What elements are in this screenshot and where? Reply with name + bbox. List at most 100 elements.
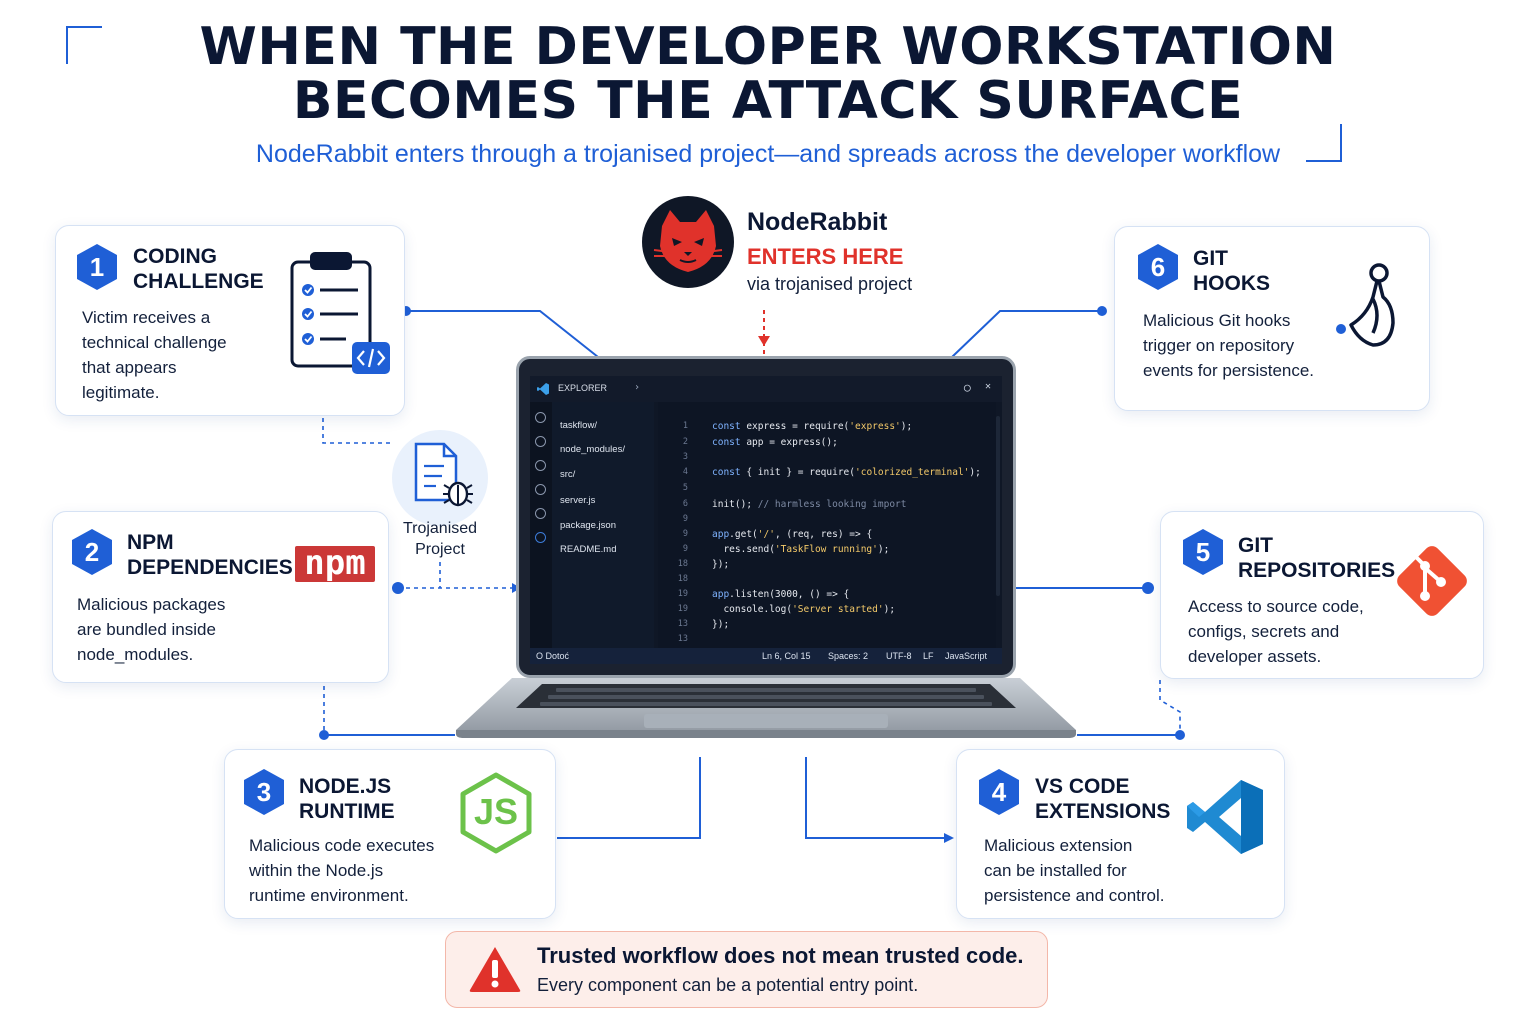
file-item[interactable]: README.md: [560, 544, 617, 555]
card-desc-line: developer assets.: [1188, 647, 1322, 666]
trojanised-project-badge: [392, 430, 488, 526]
page-title: WHEN THE DEVELOPER WORKSTATION BECOMES T…: [0, 20, 1536, 128]
card-git-hooks: 6 GIT HOOKS Malicious Git hooks trigger …: [1114, 226, 1430, 411]
card-desc-line: configs, secrets and: [1188, 622, 1340, 641]
file-item[interactable]: server.js: [560, 495, 596, 506]
code-line: const { init } = require('colorized_term…: [712, 467, 981, 478]
activity-bar: [530, 402, 552, 648]
line-number: 6: [682, 499, 688, 509]
chevron-right-icon[interactable]: ›: [634, 382, 641, 393]
step-number: 1: [89, 252, 105, 282]
debug-icon[interactable]: [535, 484, 546, 495]
card-title: VS CODE EXTENSIONS: [1035, 774, 1170, 824]
entry-name: NodeRabbit: [747, 208, 888, 236]
step-badge: 3: [242, 768, 286, 816]
connector-hooks: [951, 310, 1102, 358]
hook-icon: [1331, 259, 1401, 360]
connector-arrow: [944, 833, 954, 843]
status-language[interactable]: JavaScript: [945, 651, 988, 661]
file-item[interactable]: node_modules/: [560, 444, 625, 455]
status-encoding[interactable]: UTF-8: [886, 651, 912, 661]
step-number: 4: [991, 777, 1007, 807]
connector-coding: [406, 310, 599, 358]
card-title-line-2: HOOKS: [1193, 272, 1271, 295]
card-title-line-1: NPM: [127, 531, 174, 554]
status-position[interactable]: Ln 6, Col 15: [762, 651, 811, 661]
editor-scrollbar[interactable]: [996, 416, 1000, 596]
card-desc-line: Access to source code,: [1188, 597, 1364, 616]
card-desc-line: trigger on repository: [1143, 336, 1295, 355]
vscode-small-icon: [537, 383, 549, 395]
connector-node: [557, 757, 701, 839]
git-logo: [1393, 542, 1471, 625]
editor-titlebar: EXPLORER › ◯ ✕: [530, 376, 1002, 402]
line-number: 9: [682, 529, 688, 539]
card-description: Victim receives a technical challenge th…: [82, 305, 227, 405]
card-desc-line: runtime environment.: [249, 886, 409, 905]
step-badge: 6: [1136, 243, 1180, 291]
status-eol[interactable]: LF: [923, 651, 934, 661]
account-icon[interactable]: [535, 532, 546, 543]
card-title-line-1: VS CODE: [1035, 775, 1130, 798]
line-number: 5: [682, 483, 688, 493]
npm-logo-text: npm: [304, 543, 366, 583]
card-git-repositories: 5 GIT REPOSITORIES Access to source code…: [1160, 511, 1484, 679]
card-description: Access to source code, configs, secrets …: [1188, 594, 1364, 669]
close-icon[interactable]: ✕: [985, 381, 992, 392]
code-area[interactable]: 1 2 3 4 5 6 9 9 9 18 18 19 19 13 13 cons…: [658, 402, 996, 648]
document-bug-icon: [414, 442, 473, 507]
line-number: 13: [677, 634, 688, 644]
page-title-line-1: WHEN THE DEVELOPER WORKSTATION: [199, 17, 1337, 77]
card-nodejs-runtime: 3 NODE.JS RUNTIME Malicious code execute…: [224, 749, 556, 919]
file-explorer: taskflow/ node_modules/ src/ server.js p…: [552, 402, 654, 648]
code-line: });: [712, 619, 730, 630]
step-number: 2: [84, 537, 100, 567]
status-spaces[interactable]: Spaces: 2: [828, 651, 869, 661]
file-item[interactable]: taskflow/: [560, 420, 597, 431]
card-desc-line: are bundled inside: [77, 620, 216, 639]
line-number: 1: [682, 421, 688, 431]
card-title: GIT HOOKS: [1193, 246, 1270, 296]
clipboard-checklist-code-icon: [288, 246, 394, 385]
step-number: 5: [1195, 537, 1211, 567]
card-coding-challenge: 1 CODING CHALLENGE Victim receives a tec…: [55, 225, 405, 416]
step-number: 3: [256, 777, 272, 807]
card-title: GIT REPOSITORIES: [1238, 533, 1395, 583]
card-description: Malicious packages are bundled inside no…: [77, 592, 225, 667]
card-title-line-2: CHALLENGE: [133, 270, 264, 293]
source-control-icon[interactable]: [535, 460, 546, 471]
card-title-line-1: CODING: [133, 245, 217, 268]
card-description: Malicious Git hooks trigger on repositor…: [1143, 308, 1314, 383]
entry-arrow-head: [758, 336, 770, 346]
line-number: 4: [682, 467, 688, 477]
card-desc-line: that appears: [82, 358, 177, 377]
line-number: 18: [677, 574, 688, 584]
card-desc-line: Victim receives a: [82, 308, 211, 327]
trojanised-line-1: Trojanised: [402, 520, 478, 537]
line-number: 2: [682, 437, 688, 447]
corner-bracket-bottom-right: [1306, 124, 1342, 162]
card-title-line-2: REPOSITORIES: [1238, 559, 1396, 582]
card-desc-line: within the Node.js: [249, 861, 384, 880]
warning-subtitle: Every component can be a potential entry…: [537, 975, 919, 995]
card-title-line-1: GIT: [1193, 247, 1228, 270]
card-title: NODE.JS RUNTIME: [299, 774, 395, 824]
connector-dot: [1097, 306, 1107, 316]
status-left[interactable]: O Dotoć: [536, 651, 570, 661]
card-desc-line: legitimate.: [82, 383, 160, 402]
line-number: 19: [677, 604, 688, 614]
card-desc-line: Malicious code executes: [249, 836, 435, 855]
line-number: 9: [682, 544, 688, 554]
explorer-label: EXPLORER: [558, 383, 608, 393]
circle-icon[interactable]: ◯: [964, 381, 971, 394]
files-icon[interactable]: [535, 412, 546, 423]
extensions-icon[interactable]: [535, 508, 546, 519]
nodejs-hexagon-logo: JS: [459, 772, 533, 854]
search-icon[interactable]: [535, 436, 546, 447]
line-number: 13: [677, 619, 688, 629]
card-description: Malicious extension can be installed for…: [984, 833, 1165, 908]
file-item[interactable]: package.json: [560, 520, 616, 531]
file-item[interactable]: src/: [560, 469, 576, 480]
card-title-line-2: EXTENSIONS: [1035, 800, 1171, 823]
